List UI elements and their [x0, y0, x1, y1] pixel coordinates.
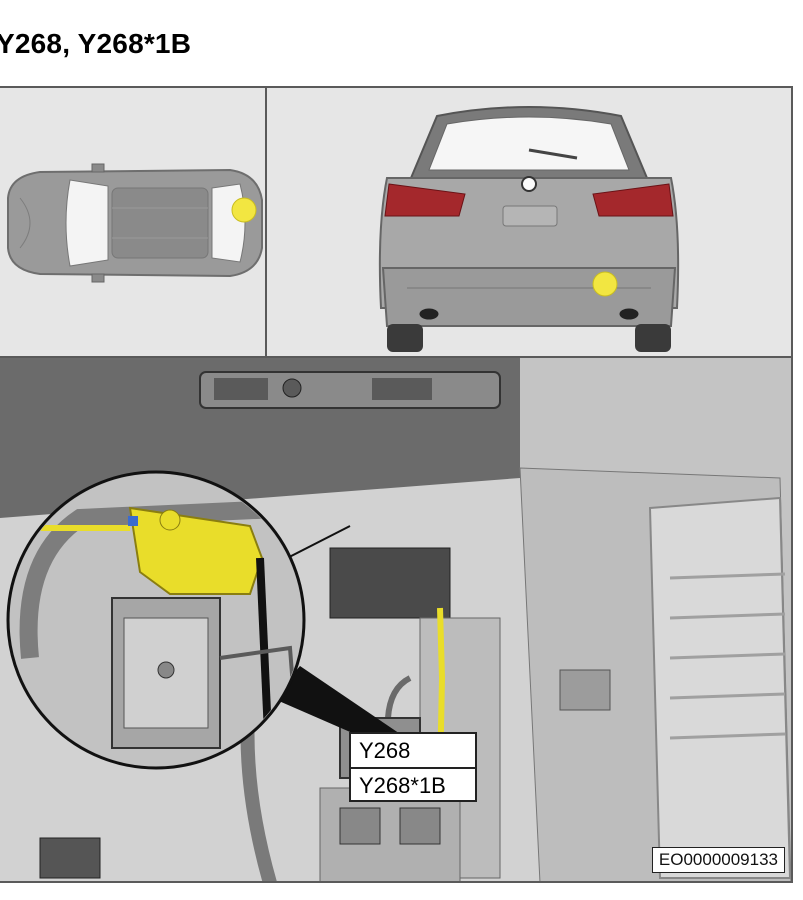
diagram-frame: Y268 Y268*1B EO0000009133 [0, 86, 793, 883]
luggage-compartment-illustration [0, 358, 791, 881]
vehicle-top-view-panel [0, 88, 265, 356]
page-title: Y268, Y268*1B [0, 28, 192, 59]
luggage-compartment-detail-panel: Y268 Y268*1B EO0000009133 [0, 358, 791, 881]
panel-divider-horizontal [0, 356, 791, 358]
vehicle-rear-view-panel [267, 88, 791, 356]
location-marker-icon [231, 197, 257, 223]
panel-divider-vertical [265, 88, 267, 356]
vehicle-top-view [7, 163, 263, 283]
location-marker-icon [592, 271, 618, 297]
vehicle-rear-view [378, 106, 680, 352]
component-label-box: Y268 Y268*1B [349, 732, 477, 802]
component-label: Y268 [359, 737, 411, 763]
figure-code: EO0000009133 [651, 847, 785, 873]
connector-label: Y268*1B [351, 767, 475, 802]
